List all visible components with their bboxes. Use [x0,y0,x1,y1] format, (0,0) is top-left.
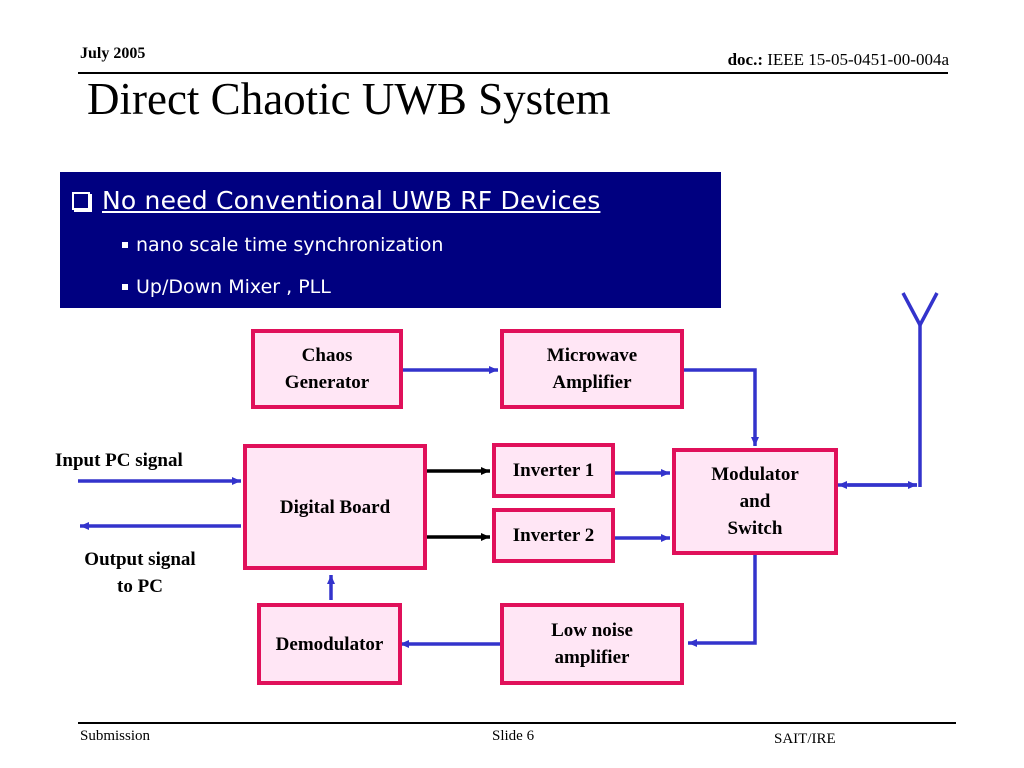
bullet-box: No need Conventional UWB RF Devices nano… [60,172,721,308]
block-label-line: Modulator [711,464,799,485]
slide-title: Direct Chaotic UWB System [87,74,611,124]
label-line: to PC [117,576,163,597]
block-label-line: Switch [727,518,783,539]
block-label-line: Chaos [301,345,353,366]
header-rule [78,72,948,74]
block-label-line: amplifier [554,647,630,668]
digital-board-block: Digital Board [243,444,427,570]
arrow-microwave-to-modulator [684,368,759,446]
block-label: Digital Board [279,496,391,518]
sub-bullet: Up/Down Mixer , PLL [122,276,331,298]
inverter-2-block: Inverter 2 [492,508,615,563]
block-label: Demodulator [275,633,384,655]
doc-label: doc.: [727,50,763,69]
header-doc-id: doc.: IEEE 15-05-0451-00-004a [728,50,949,70]
block-label-line: Microwave [546,345,638,366]
block-label-line: Generator [284,372,370,393]
doc-number: IEEE 15-05-0451-00-004a [767,50,949,69]
main-bullet: No need Conventional UWB RF Devices [72,186,600,215]
low-noise-amplifier-block: Low noise amplifier [500,603,684,685]
inverter-1-block: Inverter 1 [492,443,615,498]
square-bullet-icon [122,242,128,248]
block-label: Inverter 2 [512,525,595,546]
footer-rule [78,722,956,724]
main-bullet-text: No need Conventional UWB RF Devices [102,186,601,215]
demodulator-block: Demodulator [257,603,402,685]
block-label-line: Amplifier [552,372,632,393]
antenna-icon [901,292,939,329]
block-label: Inverter 1 [512,460,595,481]
output-signal-label: Output signal to PC [60,546,220,600]
block-label-line: Low noise [551,620,633,641]
footer-submission: Submission [80,728,151,744]
sub-bullet-text: Up/Down Mixer , PLL [136,276,331,298]
footer-slide-number: Slide 6 [492,728,535,744]
footer-org: SAIT/IRE [774,731,836,747]
input-signal-label: Input PC signal [55,450,183,471]
sub-bullet: nano scale time synchronization [122,234,443,256]
sub-bullet-text: nano scale time synchronization [136,234,444,256]
square-bullet-icon [122,284,128,290]
checkbox-bullet-icon [72,191,90,210]
block-label-line: and [739,491,771,512]
header-date: July 2005 [80,45,146,62]
arrow-modulator-to-lna [688,553,757,647]
label-line: Output signal [84,549,196,570]
